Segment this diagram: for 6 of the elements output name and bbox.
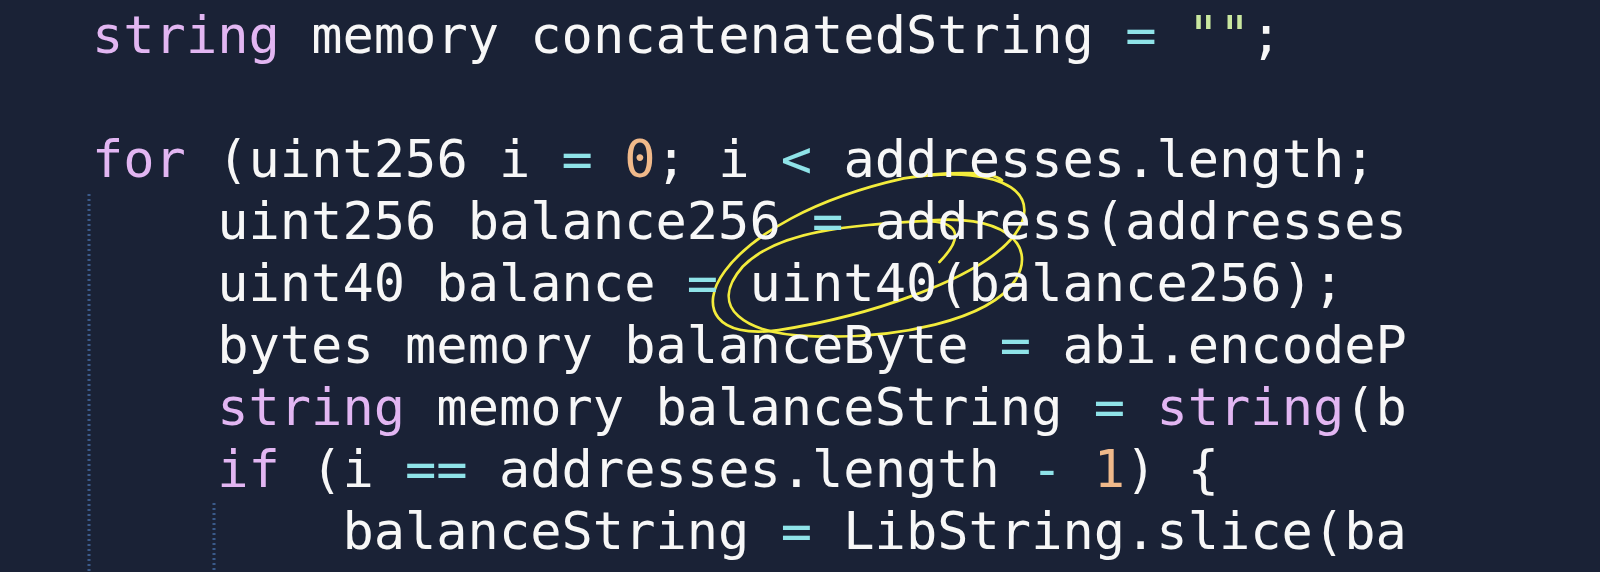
code-line: string memory balanceString = string(b — [217, 376, 1407, 438]
code-line: for (uint256 i = 0; i < addresses.length; — [92, 128, 1376, 190]
code-line: bytes memory balanceByte = abi.encodeP — [217, 314, 1407, 376]
code-line: string memory concatenatedString = ""; — [92, 4, 1282, 66]
code-line: balanceString = LibString.slice(ba — [342, 500, 1407, 562]
code-line: if (i == addresses.length - 1) { — [217, 438, 1220, 500]
